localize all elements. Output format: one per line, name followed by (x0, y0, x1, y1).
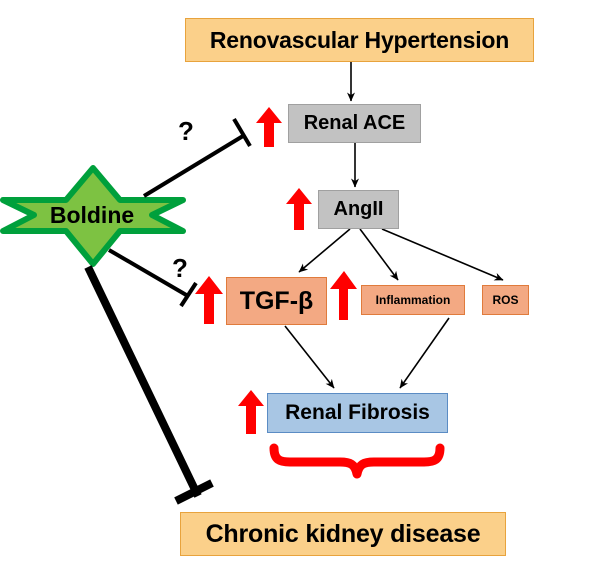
red-up-arrow-icon (286, 188, 312, 230)
red-up-arrow-icon (238, 390, 264, 434)
node-boldine[interactable]: Boldine (49, 201, 135, 228)
t-bar-inhibition-icon (174, 479, 214, 505)
edge-boldine-inhibits-tgfb (107, 248, 190, 298)
node-renovascular-hypertension[interactable]: Renovascular Hypertension (185, 18, 534, 62)
edge-tgfb-to-renal-fibrosis (284, 325, 335, 389)
edge-inflammation-to-renal-fibrosis (399, 317, 450, 389)
t-bar-inhibition-icon (179, 281, 198, 308)
question-mark-boldine-renal-ace: ? (178, 116, 194, 146)
curly-brace-icon (269, 443, 445, 479)
node-renal-ace[interactable]: Renal ACE (288, 104, 421, 143)
node-angii[interactable]: AngII (318, 190, 399, 229)
edge-angii-to-inflammation (359, 228, 399, 281)
question-mark-boldine-tgfb: ? (172, 253, 188, 283)
red-up-arrow-icon (195, 276, 223, 324)
edge-boldine-inhibits-renal-ace (142, 134, 245, 198)
edge-angii-to-tgfb (298, 228, 351, 273)
node-inflammation[interactable]: Inflammation (361, 285, 465, 315)
node-chronic-kidney-disease[interactable]: Chronic kidney disease (180, 512, 506, 556)
six-point-star-icon (0, 165, 186, 267)
node-renal-fibrosis[interactable]: Renal Fibrosis (267, 393, 448, 433)
t-bar-inhibition-icon (232, 117, 252, 148)
edge-boldine-inhibits-ckd (84, 265, 202, 498)
node-tgf-beta[interactable]: TGF-β (226, 277, 327, 325)
node-ros[interactable]: ROS (482, 285, 529, 315)
red-up-arrow-icon (256, 107, 282, 147)
red-up-arrow-icon (330, 271, 357, 320)
edge-angii-to-ros (381, 228, 504, 281)
